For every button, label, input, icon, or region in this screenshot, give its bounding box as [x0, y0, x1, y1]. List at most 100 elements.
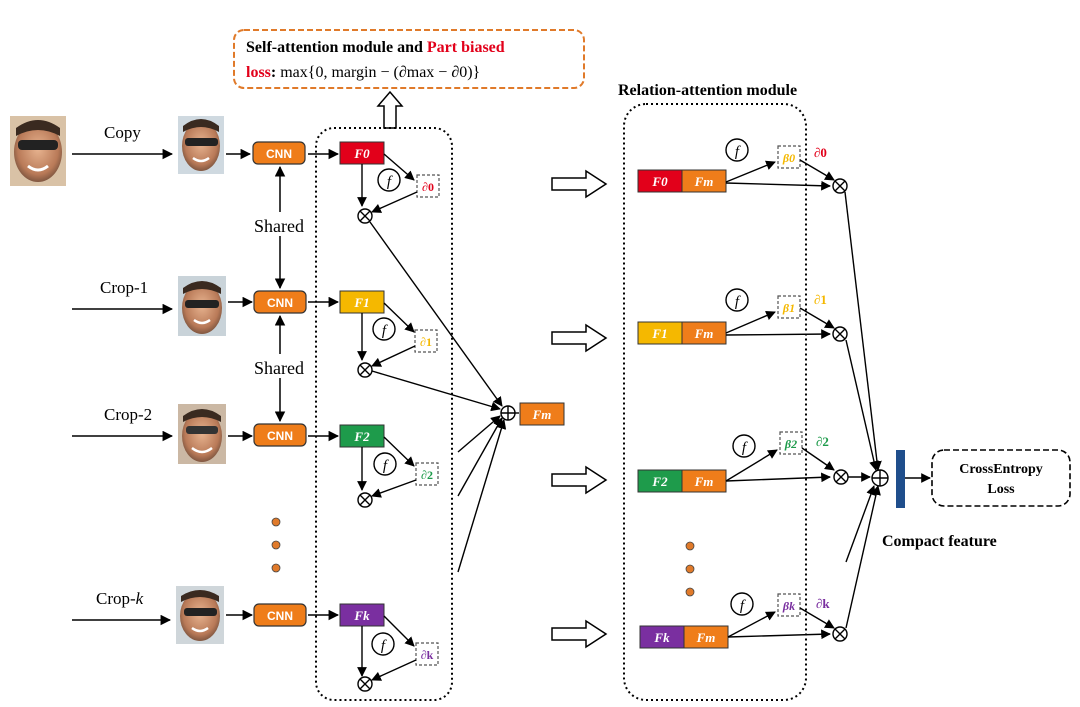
- multiply-icon: [357, 208, 373, 224]
- header-box: [233, 29, 585, 89]
- alpha-box-1: ∂1: [414, 329, 438, 353]
- f-function-icon: f: [725, 138, 749, 162]
- svg-text:∂0: ∂0: [422, 180, 434, 194]
- header-line2: loss: max{0, margin − (∂max − ∂0)}: [246, 64, 480, 81]
- label-cropk: Crop-k: [96, 589, 144, 608]
- svg-text:∂2: ∂2: [421, 468, 433, 482]
- svg-text:F1: F1: [353, 295, 369, 310]
- svg-text:F2: F2: [353, 429, 370, 444]
- face-image-crop1: [178, 276, 226, 336]
- beta-box-2: β2: [779, 431, 803, 455]
- multiply-icon: [357, 362, 373, 378]
- f-function-icon: f: [730, 592, 754, 616]
- header-line1: Self-attention module and Part biased: [246, 39, 505, 56]
- svg-text:β1: β1: [782, 301, 795, 315]
- header-formula: max{0, margin − (∂max − ∂0)}: [280, 64, 480, 81]
- face-image-original: [10, 116, 66, 186]
- svg-text:Fk: Fk: [353, 608, 370, 623]
- svg-text:F0: F0: [353, 146, 370, 161]
- svg-text:F1: F1: [651, 326, 667, 341]
- alpha-box-0: ∂0: [416, 174, 440, 198]
- multiply-icon: [357, 492, 373, 508]
- compact-feature-bar: [896, 450, 905, 508]
- cnn-block-1: CNN: [253, 290, 307, 314]
- svg-text:f: f: [382, 323, 388, 339]
- feature-f1: F1: [339, 290, 385, 314]
- svg-text:CNN: CNN: [267, 429, 293, 443]
- svg-text:β0: β0: [782, 151, 795, 165]
- svg-text:∂1: ∂1: [420, 335, 432, 349]
- f-function-icon: f: [377, 168, 401, 192]
- feature-f2: F2: [339, 424, 385, 448]
- sum-icon: [871, 469, 889, 487]
- svg-text:Fm: Fm: [532, 407, 552, 422]
- relation-row-2: F2 Fm: [637, 469, 727, 493]
- relation-module-title: Relation-attention module: [618, 82, 797, 99]
- beta-box-0: β0: [777, 145, 801, 169]
- feature-f0: F0: [339, 141, 385, 165]
- ellipsis-dot: [685, 564, 695, 574]
- ce-loss-line2: Loss: [987, 482, 1015, 497]
- f-function-icon: f: [372, 317, 396, 341]
- svg-text:f: f: [740, 598, 746, 614]
- alpha-label-k: ∂k: [816, 596, 830, 611]
- svg-text:F2: F2: [651, 474, 668, 489]
- alpha-box-2: ∂2: [415, 462, 439, 486]
- svg-text:Fk: Fk: [653, 630, 670, 645]
- alpha-box-k: ∂k: [415, 642, 439, 666]
- feature-fk: Fk: [339, 603, 385, 627]
- svg-text:β2: β2: [784, 437, 797, 451]
- alpha-label-1: ∂1: [814, 292, 827, 307]
- crossentropy-loss-box: [931, 449, 1071, 507]
- cnn-block-k: CNN: [253, 603, 307, 627]
- svg-text:CNN: CNN: [266, 147, 292, 161]
- multiply-icon: [833, 469, 849, 485]
- hollow-arrow-0: [551, 169, 608, 199]
- f-function-icon: f: [371, 632, 395, 656]
- svg-text:CNN: CNN: [267, 609, 293, 623]
- svg-text:f: f: [381, 638, 387, 654]
- sum-icon: [500, 405, 516, 421]
- hollow-arrow-1: [551, 323, 608, 353]
- cnn-block-0: CNN: [252, 141, 306, 165]
- self-attention-module-box: [315, 127, 453, 701]
- feature-fm-aggregated: Fm: [519, 402, 565, 426]
- relation-row-1: F1 Fm: [637, 321, 727, 345]
- hollow-arrow-2: [551, 465, 608, 495]
- face-image-cropk: [176, 586, 224, 644]
- compact-feature-label: Compact feature: [882, 533, 997, 550]
- beta-box-1: β1: [777, 295, 801, 319]
- cnn-block-2: CNN: [253, 423, 307, 447]
- svg-text:f: f: [383, 458, 389, 474]
- face-image-crop2: [178, 404, 226, 464]
- ellipsis-dot: [685, 541, 695, 551]
- label-copy: Copy: [104, 123, 141, 142]
- label-shared-top: Shared: [254, 216, 304, 236]
- alpha-label-2: ∂2: [816, 434, 829, 449]
- f-function-icon: f: [732, 434, 756, 458]
- ce-loss-line1: CrossEntropy: [959, 462, 1043, 477]
- ellipsis-dot: [685, 587, 695, 597]
- svg-text:f: f: [742, 440, 748, 456]
- alpha-label-0: ∂0: [814, 145, 827, 160]
- ellipsis-dot: [271, 563, 281, 573]
- multiply-icon: [832, 178, 848, 194]
- label-crop1: Crop-1: [100, 278, 148, 297]
- ellipsis-dot: [271, 540, 281, 550]
- svg-text:Fm: Fm: [694, 326, 714, 341]
- label-crop2: Crop-2: [104, 405, 152, 424]
- hollow-arrow-k: [551, 619, 608, 649]
- beta-box-k: βk: [777, 593, 801, 617]
- relation-row-k: Fk Fm: [639, 625, 729, 649]
- multiply-icon: [832, 326, 848, 342]
- svg-text:Fm: Fm: [694, 474, 714, 489]
- multiply-icon: [832, 626, 848, 642]
- svg-text:∂k: ∂k: [421, 648, 434, 662]
- relation-row-0: F0 Fm: [637, 169, 727, 193]
- svg-text:f: f: [387, 174, 393, 190]
- face-image-copy: [178, 116, 224, 174]
- svg-text:CNN: CNN: [267, 296, 293, 310]
- svg-text:f: f: [735, 294, 741, 310]
- f-function-icon: f: [725, 288, 749, 312]
